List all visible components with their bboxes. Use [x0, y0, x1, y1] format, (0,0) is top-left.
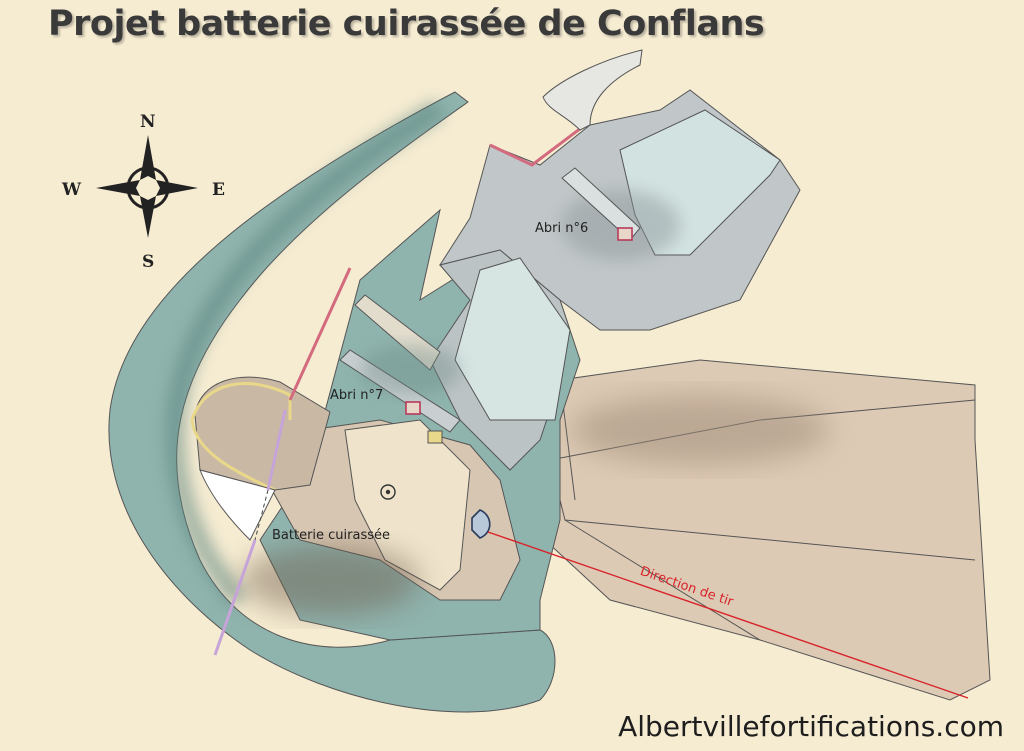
observation-post-icon [471, 509, 491, 539]
abri-6-label: Abri n°6 [535, 221, 589, 236]
abri-6-marker [617, 227, 633, 241]
site-credit: Albertvillefortifications.com [618, 710, 1004, 743]
battery-block [190, 267, 521, 656]
compass-south-label: S [142, 252, 155, 272]
firing-direction-line [487, 531, 969, 699]
fort-upper [438, 49, 801, 331]
batterie-label: Batterie cuirassée [272, 528, 391, 543]
turret-icon [380, 484, 396, 500]
compass-north-label: N [140, 112, 156, 132]
glacis-area [539, 359, 991, 701]
abri-7-marker [405, 401, 443, 444]
compass-east-label: E [212, 180, 225, 200]
abri-7-label: Abri n°7 [330, 388, 384, 403]
compass-west-label: W [62, 180, 82, 200]
page-title: Projet batterie cuirassée de Conflans [48, 4, 765, 44]
fort-middle [339, 249, 571, 471]
compass-rose-icon [96, 135, 198, 238]
